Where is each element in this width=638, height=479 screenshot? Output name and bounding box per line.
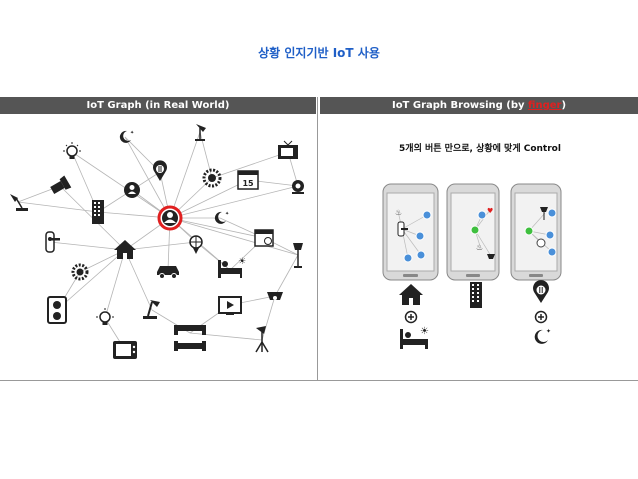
tv-icon bbox=[278, 140, 298, 159]
phone-3 bbox=[510, 183, 562, 281]
left-panel-header: IoT Graph (in Real World) bbox=[0, 97, 316, 114]
header-highlight: finger bbox=[528, 100, 562, 111]
phone-3-face-icon bbox=[536, 238, 546, 248]
webcam-icon bbox=[292, 180, 304, 194]
desk-lamp-icon-2 bbox=[143, 300, 160, 319]
phone-3-call-icon bbox=[524, 226, 534, 236]
phone-2: ♥ ♨ bbox=[446, 183, 500, 281]
phone-1-node-icon-a bbox=[422, 210, 432, 220]
bed-sleep-icon: ☀ bbox=[218, 257, 246, 278]
phone-1-lamp-icon: ♨ bbox=[395, 208, 402, 217]
sun-icon bbox=[202, 168, 222, 188]
phones-illustration: ♨ ♥ ♨ bbox=[382, 183, 562, 349]
phone-2-lamp-icon: ♨ bbox=[476, 243, 483, 252]
phone-3-node-icon-b bbox=[545, 230, 555, 240]
plus-icon-2 bbox=[534, 310, 548, 324]
building-icon-large bbox=[470, 282, 482, 308]
phone-1-node-icon-b bbox=[415, 231, 425, 241]
phone-3-lamp-icon bbox=[540, 207, 548, 220]
svg-text:☀: ☀ bbox=[420, 326, 429, 337]
right-panel-subtitle: 5개의 버튼 만으로, 상황에 맞게 Control bbox=[399, 144, 561, 154]
home-icon bbox=[114, 240, 136, 259]
sun-icon-2 bbox=[71, 263, 89, 281]
door-handle-icon bbox=[45, 231, 60, 253]
page-title: 상황 인지기반 IoT 사용 bbox=[258, 46, 380, 60]
bulb-icon-2 bbox=[96, 308, 114, 325]
phone-1: ♨ bbox=[382, 183, 439, 281]
moon-icon: ✦ bbox=[119, 130, 134, 143]
calendar-icon: 15 bbox=[237, 170, 259, 190]
flashlight-icon bbox=[50, 175, 72, 194]
moon-icon-2: ✦ bbox=[214, 211, 229, 224]
phone-1-node-icon-c bbox=[403, 253, 413, 263]
spotlight-tripod-icon bbox=[255, 326, 269, 353]
building-icon bbox=[92, 200, 104, 224]
right-panel-header: IoT Graph Browsing (by finger) bbox=[320, 97, 638, 114]
sofa-icon bbox=[174, 325, 206, 351]
header-suffix: ) bbox=[561, 100, 567, 111]
plus-icon-1 bbox=[404, 310, 418, 324]
phone-2-heart-icon: ♥ bbox=[487, 207, 493, 215]
phone-3-node-icon-a bbox=[547, 208, 557, 218]
svg-text:☀: ☀ bbox=[238, 257, 246, 267]
bed-sleep-icon-large: ☀ bbox=[400, 326, 429, 349]
restaurant-pin-icon bbox=[153, 160, 167, 181]
moon-icon-large: ✦ bbox=[534, 328, 551, 344]
svg-text:✦: ✦ bbox=[225, 211, 229, 217]
power-outlet-icon bbox=[47, 296, 67, 324]
dome-camera-icon bbox=[267, 292, 283, 300]
panel-divider bbox=[317, 97, 318, 380]
user-node-icon bbox=[157, 205, 183, 231]
phone-3-node-icon-c bbox=[547, 247, 557, 257]
header-prefix: IoT Graph Browsing (by bbox=[391, 100, 529, 111]
lamp-icon bbox=[10, 194, 28, 211]
phone-2-camera-icon bbox=[487, 254, 495, 259]
calendar-number: 15 bbox=[242, 179, 254, 188]
location-pin-icon bbox=[189, 235, 203, 254]
phone-2-call-icon bbox=[470, 225, 480, 235]
schedule-icon bbox=[254, 229, 274, 247]
restaurant-pin-icon-large bbox=[533, 280, 549, 303]
phone-1-door-icon bbox=[397, 221, 408, 237]
phone-2-node-icon bbox=[477, 210, 487, 220]
old-tv-icon bbox=[113, 341, 137, 359]
desk-lamp-icon bbox=[195, 124, 206, 141]
bulb-icon bbox=[63, 142, 81, 159]
iot-graph: ✦ 15 ✦ bbox=[10, 124, 304, 359]
floor-lamp-icon bbox=[293, 243, 303, 268]
person-icon bbox=[124, 182, 140, 198]
svg-text:✦: ✦ bbox=[546, 328, 551, 335]
phone-1-node-icon-d bbox=[416, 250, 426, 260]
bottom-divider bbox=[0, 380, 638, 381]
svg-text:✦: ✦ bbox=[130, 130, 134, 136]
video-screen-icon bbox=[218, 296, 242, 315]
car-icon bbox=[157, 266, 179, 279]
home-icon-large bbox=[399, 284, 423, 305]
